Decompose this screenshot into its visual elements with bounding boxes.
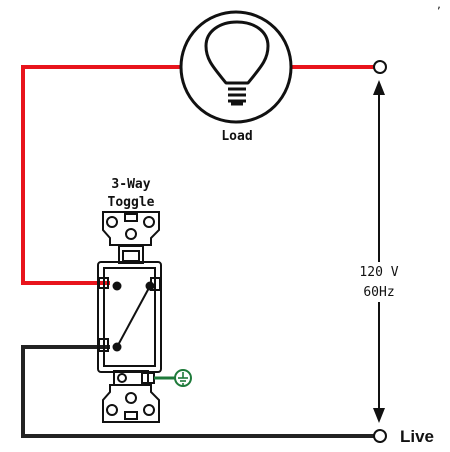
voltage-label: 120 V [359, 265, 398, 280]
terminal-icon [112, 342, 122, 352]
switch-title-line1: 3-Way [111, 177, 150, 192]
switch-title-line2: Toggle [108, 195, 155, 210]
terminal-icon [112, 281, 122, 291]
black-wire [21, 345, 374, 438]
three-way-switch [97, 211, 162, 423]
frequency-label: 60Hz [363, 285, 394, 300]
bottom-strap [102, 384, 160, 423]
top-strap [102, 211, 160, 246]
load-terminal [373, 60, 387, 74]
live-label: Live [400, 427, 434, 446]
load-label: Load [221, 129, 252, 144]
terminal-icon [145, 281, 155, 291]
corner-mark: , [436, 0, 442, 11]
live-terminal [373, 429, 387, 443]
red-wire [21, 65, 376, 285]
double-arrow-icon [373, 80, 385, 423]
ground-icon [154, 369, 192, 387]
bulb-icon [204, 20, 270, 106]
load-symbol [179, 10, 293, 124]
